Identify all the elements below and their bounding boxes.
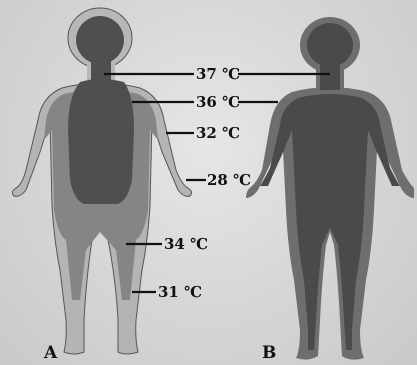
body-b-neck-core [320, 62, 340, 90]
panel-label-b: B [262, 343, 276, 363]
temp-label-28: 28 ℃ [207, 172, 251, 188]
panel-label-a: A [44, 343, 57, 363]
body-b [246, 17, 414, 360]
temp-label-36: 36 ℃ [196, 94, 240, 110]
temp-label-31: 31 ℃ [158, 284, 202, 300]
body-b-head-core [307, 23, 353, 67]
temp-label-34: 34 ℃ [164, 236, 208, 252]
temp-label-37: 37 ℃ [196, 66, 240, 82]
body-b-core [260, 94, 400, 350]
body-a-core [68, 79, 134, 204]
body-a [12, 8, 191, 354]
body-a-head-core [76, 16, 124, 64]
temp-label-32: 32 ℃ [196, 125, 240, 141]
body-a-neck-core [91, 58, 111, 86]
